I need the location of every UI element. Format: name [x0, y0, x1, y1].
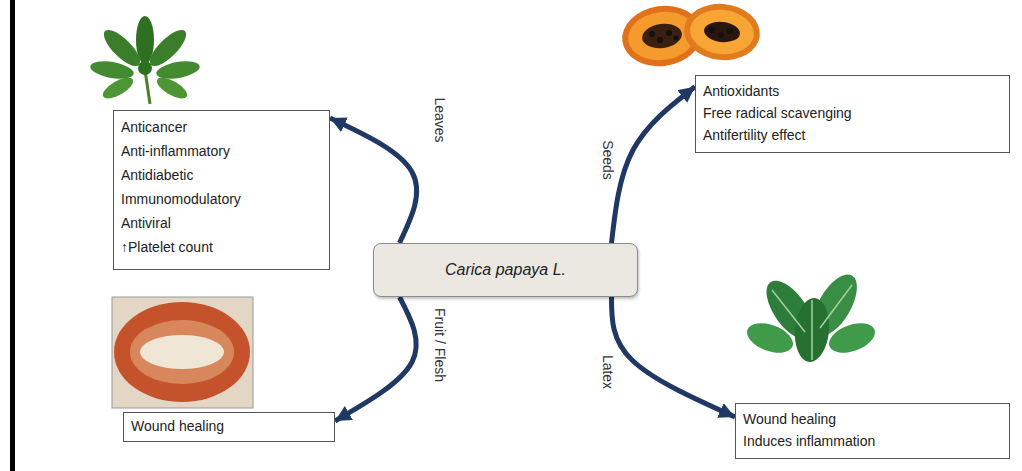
fruit-section-photo [112, 297, 253, 408]
node-text: Free radical scavenging [703, 102, 1002, 124]
node-text: Wound healing [743, 408, 1002, 430]
edge-label: Seeds [600, 138, 616, 182]
seed [657, 37, 663, 43]
leaf-vein [820, 285, 852, 328]
seeds [649, 27, 733, 43]
node-text: Wound healing [131, 417, 327, 435]
edge-label: Fruit / Flesh [432, 306, 448, 384]
node-text: ↑Platelet count [121, 235, 322, 259]
seed [674, 36, 679, 41]
node-text: Immunomodulatory [121, 187, 322, 211]
margin-bar [10, 0, 15, 471]
property-box: Wound healing [123, 412, 335, 442]
seed [666, 30, 672, 36]
node-text: Antiviral [121, 211, 322, 235]
property-box: Wound healingInduces inflammation [735, 403, 1010, 459]
leaf-icon [89, 16, 201, 104]
title-box: Carica papaya L. [373, 243, 638, 297]
node-text: Anti-inflammatory [121, 139, 322, 163]
seed-cavity [140, 335, 224, 369]
fruit-skin [681, 0, 762, 64]
fruit-flesh [114, 302, 250, 402]
leaf [743, 318, 797, 359]
curved-arrow [611, 297, 735, 417]
node-text: Induces inflammation [743, 430, 1002, 452]
leaf-lobe [154, 73, 190, 102]
leaf-stem [145, 70, 150, 104]
leaf-lobe [100, 73, 136, 102]
curved-arrow [330, 118, 417, 243]
photo-frame [112, 297, 253, 408]
node-text: Antifertility effect [703, 124, 1002, 146]
latex-leaves-photo [743, 268, 879, 364]
node-text: Anticancer [121, 115, 322, 139]
curved-arrow [612, 87, 696, 243]
leaf-vein [772, 290, 805, 332]
seed-cavity [641, 21, 684, 50]
node-text: Antidiabetic [121, 163, 322, 187]
property-box: AnticancerAnti-inflammatoryAntidiabeticI… [113, 110, 330, 270]
edge-label: Latex [600, 353, 616, 391]
leaf-center [138, 61, 152, 75]
leaf-vein [811, 300, 813, 360]
curved-arrow [335, 297, 416, 421]
property-box: AntioxidantsFree radical scavengingAntif… [695, 75, 1010, 153]
seed [709, 27, 715, 33]
seed-cavity [703, 20, 741, 44]
node-text: Carica papaya L. [445, 259, 566, 281]
leaf [825, 318, 879, 359]
fruit-inner [130, 320, 234, 384]
fruit-flesh [688, 7, 756, 57]
seed [727, 28, 733, 34]
leaf [792, 297, 831, 364]
edge-label: Leaves [432, 95, 448, 144]
node-text: Antioxidants [703, 80, 1002, 102]
seed [718, 32, 724, 38]
papaya-fruit-icon [618, 0, 763, 71]
seed [649, 31, 655, 37]
